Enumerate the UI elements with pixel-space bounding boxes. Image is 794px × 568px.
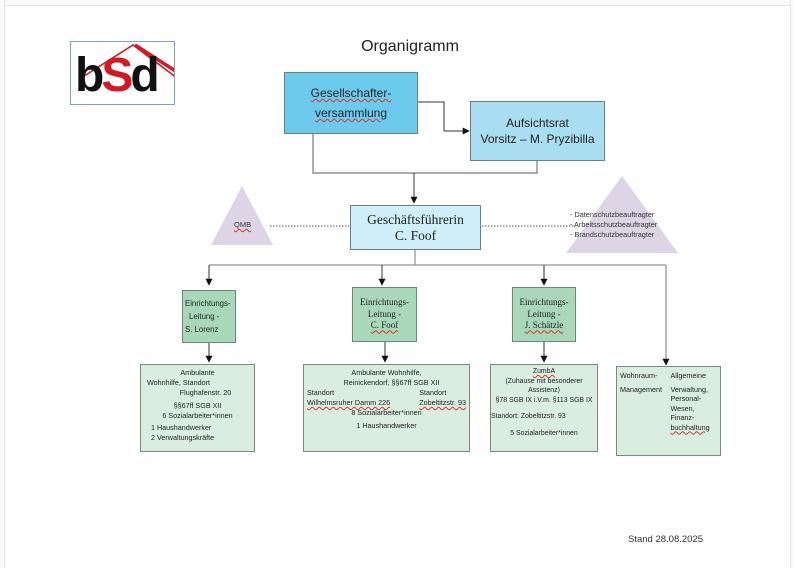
manager-line2: Leitung - — [367, 308, 402, 319]
unit1-staff: 6 Sozialarbeiter*innen — [162, 411, 233, 420]
unit2-staff: 8 Sozialarbeiter*innen — [351, 408, 422, 417]
assembly-line1: Gesellschafter- — [310, 86, 392, 100]
unit3-location: Standort: Zobeltitzstr. 93 — [491, 413, 566, 420]
unit3-line: Assistenz) — [528, 387, 560, 394]
unit1-staff: 1 Haushandwerker — [151, 423, 212, 432]
general-administration: Allgemeine Verwaltung, Personal- Wesen, … — [670, 371, 717, 432]
unit1-line: Ambulante — [180, 368, 215, 377]
unit4-right-line: Allgemeine — [670, 371, 706, 380]
assembly-line2: versammlung — [314, 106, 388, 120]
officer-item: - Brandschutzbeauftragter — [570, 230, 655, 239]
unit2-location-left: Standort Wilhelmsruher Damm 226 — [307, 388, 390, 408]
ruler-left — [0, 0, 5, 568]
unit1-line: Flughafenstr. 20 — [179, 388, 232, 397]
unit3-title: ZumbA — [532, 368, 556, 375]
ruler-top — [0, 0, 794, 6]
manager-line1: Einrichtungs- — [185, 299, 231, 308]
officers-list: - Datenschutzbeauftragter - Arbeitsschut… — [570, 210, 657, 240]
unit1-staff: 2 Verwaltungskräfte — [151, 433, 215, 442]
unit2-line: Ambulante Wohnhilfe, — [351, 368, 422, 377]
unit4-right-line: Verwaltung, — [670, 384, 708, 394]
logo-roof-icon — [80, 43, 174, 79]
ceo-name: C. Foof — [394, 227, 437, 243]
manager-box-lorenz[interactable]: Einrichtungs- Leitung - S. Lorenz — [182, 290, 236, 343]
board-line2: Vorsitz – M. Pryzibilla — [480, 132, 595, 146]
officers-triangle — [566, 176, 678, 253]
officer-item: - Arbeitsschutzbeauftragter — [570, 220, 658, 229]
top-merge-connector — [312, 133, 538, 174]
page-title: Organigramm — [361, 38, 459, 55]
manager-line2: Leitung - — [527, 308, 561, 319]
officer-item: - Datenschutzbeauftragter — [570, 210, 655, 219]
unit1-law: §§67ff SGB XII — [173, 401, 222, 410]
ceo-title: Geschäftsführerin — [367, 211, 464, 227]
manager-line1: Einrichtungs- — [519, 297, 569, 308]
manager-box-schaetzle[interactable]: Einrichtungs- Leitung - J. Schätzle — [512, 287, 576, 342]
location-address: Zobeltitzstr. 93 — [419, 398, 466, 407]
unit4-right-line: Finanz- — [670, 413, 695, 422]
logo-letter-s: S — [101, 49, 133, 102]
unit2-locations: Standort Wilhelmsruher Damm 226 Standort… — [304, 388, 469, 408]
location-label: Standort — [307, 388, 335, 397]
status-date: Stand 28.08.2025 — [628, 534, 704, 545]
manager-box-foof[interactable]: Einrichtungs- Leitung - C. Foof — [352, 287, 417, 342]
unit4-left-line: Management — [620, 384, 662, 394]
managing-director-box[interactable]: Geschäftsführerin C. Foof — [350, 205, 481, 250]
logo-letter-b: b — [75, 49, 104, 102]
board-line1: Aufsichtsrat — [506, 116, 569, 130]
unit3-staff: 5 Sozialarbeiter*innen — [510, 429, 578, 437]
unit3-law: §78 SGB IX i.V.m. §113 SGB IX — [495, 396, 593, 404]
assembly-to-board-connector — [418, 101, 470, 135]
qmb-triangle — [211, 186, 273, 245]
location-label: Standort — [419, 388, 447, 397]
unit-box-reinickendorf[interactable]: Ambulante Wohnhilfe, Reinickendorf, §§67… — [303, 364, 470, 452]
unit1-line: Wohnhilfe, Standort — [147, 378, 210, 387]
manager-line2: Leitung - — [189, 312, 220, 321]
bsd-logo: bSd — [70, 41, 175, 105]
unit2-line: Reinickendorf, §§67ff SGB XII — [343, 378, 440, 387]
unit4-right-line: Personal- — [670, 394, 702, 403]
housing-management: Wohnraum- Management — [620, 371, 670, 394]
logo-text: bSd — [75, 49, 160, 102]
unit4-left-line: Wohnraum- — [620, 371, 658, 380]
manager-name: S. Lorenz — [185, 325, 219, 334]
qmb-label: QMB — [234, 220, 252, 229]
manager-name: J. Schätzle — [524, 320, 564, 331]
unit4-right-line: Wesen, — [670, 403, 695, 413]
unit2-staff: 1 Haushandwerker — [356, 421, 417, 430]
unit4-right-line: buchhaltung — [670, 422, 710, 432]
location-address: Wilhelmsruher Damm 226 — [307, 398, 391, 407]
unit-box-flughafenstr[interactable]: Ambulante Wohnhilfe, Standort Flughafens… — [140, 364, 255, 452]
scrollbar-right[interactable] — [790, 0, 794, 568]
unit2-location-right: Standort Zobeltitzstr. 93 — [419, 388, 466, 408]
unit-box-administration[interactable]: Wohnraum- Management Allgemeine Verwaltu… — [616, 366, 721, 456]
supervisory-board-box[interactable]: Aufsichtsrat Vorsitz – M. Pryzibilla — [470, 101, 605, 161]
manager-name: C. Foof — [370, 320, 399, 331]
shareholders-assembly-box[interactable]: Gesellschafter- versammlung — [284, 72, 418, 134]
unit-box-zumba[interactable]: ZumbA (Zuhause mit besonderer Assistenz)… — [490, 364, 598, 452]
manager-line1: Einrichtungs- — [360, 297, 409, 308]
unit3-line: (Zuhause mit besonderer — [505, 377, 583, 385]
logo-letter-d: d — [130, 49, 159, 102]
